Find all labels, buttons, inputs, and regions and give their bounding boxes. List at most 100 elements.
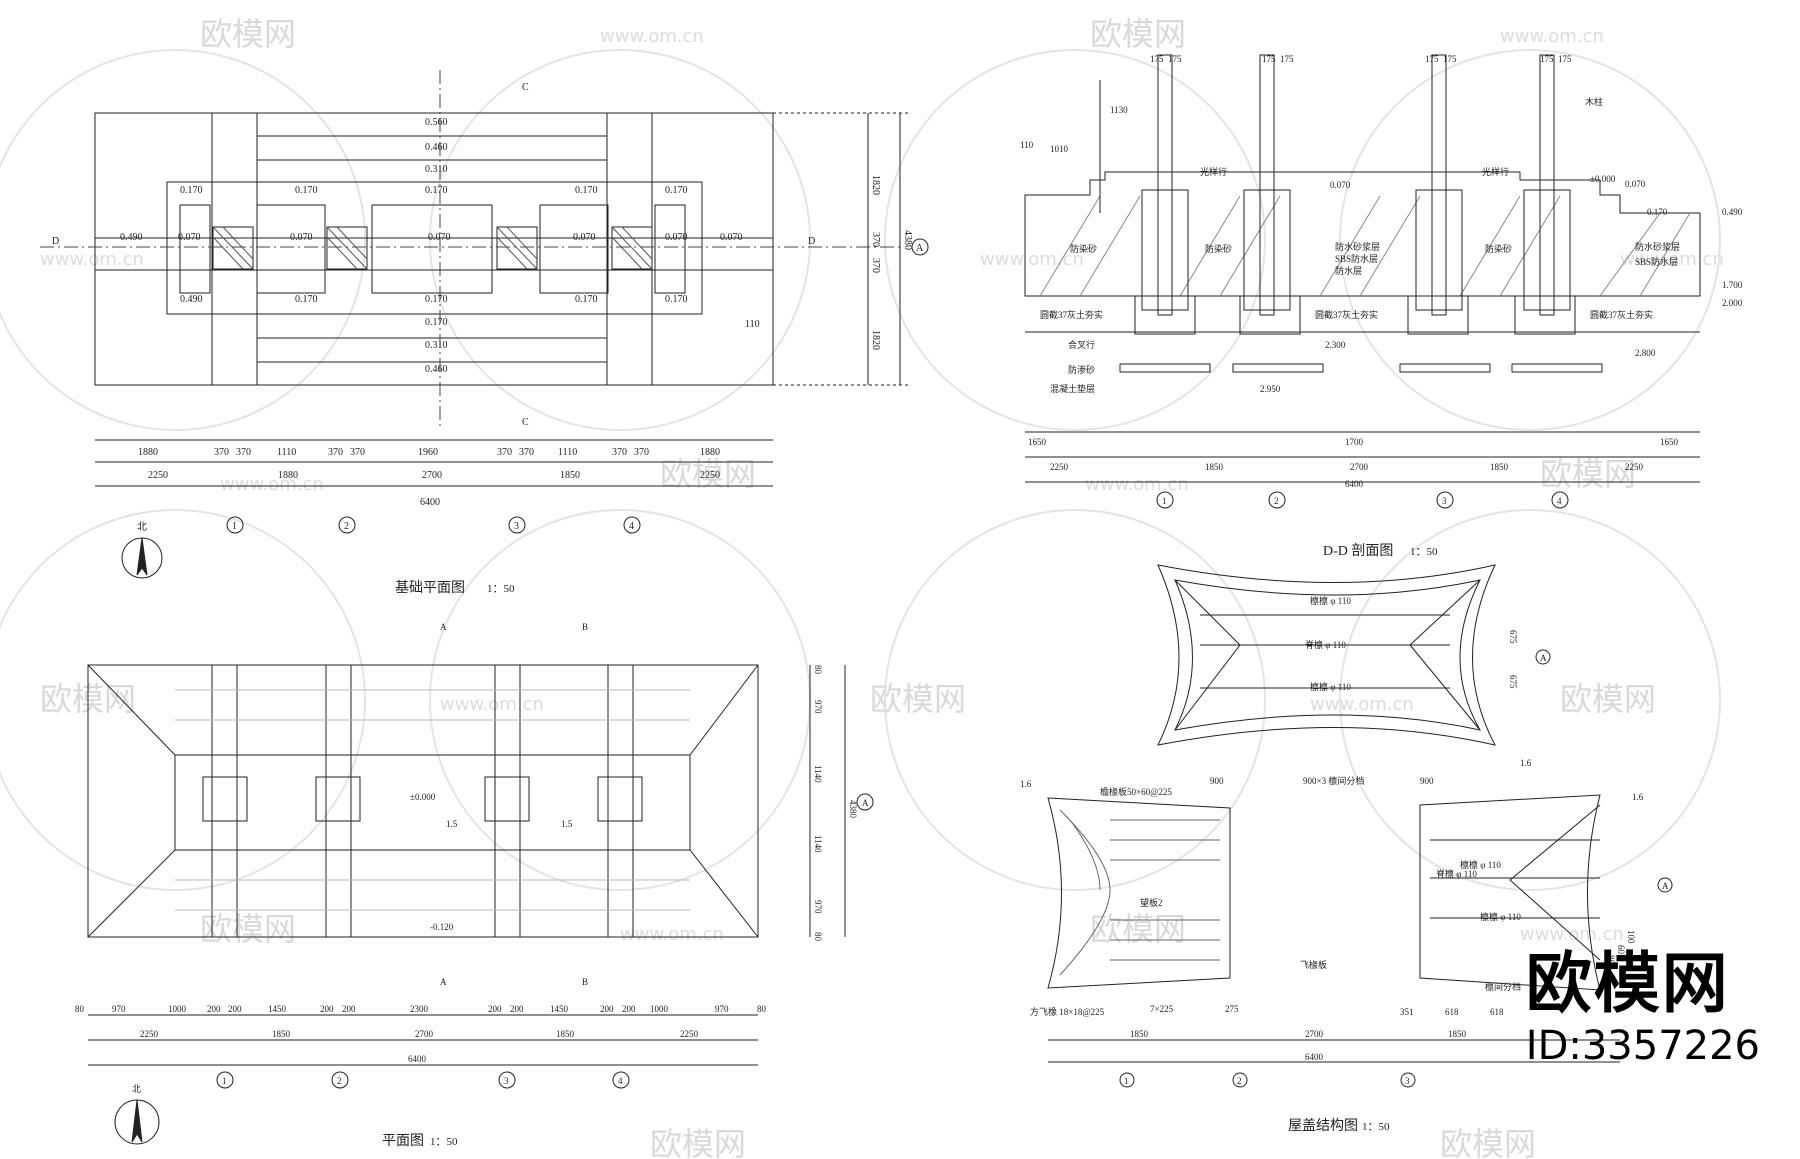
dd-label-5: SBS防水层: [1635, 256, 1678, 267]
rf-mark-a1: A: [1540, 653, 1547, 663]
fp-level-21: 0.170: [425, 317, 448, 328]
fp-mark-d1: D: [52, 236, 59, 247]
pl-b-16: 970: [715, 1004, 729, 1014]
fp-level-15: 0.070: [720, 232, 743, 243]
plan-text: A B A B ±0.000 -0.120 1.5 1.5 80 970 114…: [75, 622, 869, 1149]
dd-level-10: 2.950: [1260, 384, 1281, 394]
dd-axis-4: 4: [1557, 496, 1562, 506]
dd-top-7: 175: [1540, 54, 1554, 64]
rf-dim-2: 900×3 檩间分档: [1303, 775, 1364, 786]
fp-axis-4: 4: [629, 521, 634, 532]
rf-brd-6: 80: [1606, 955, 1616, 965]
dd-title: D-D 剖面图: [1323, 543, 1393, 559]
pl-b-4: 200: [207, 1004, 221, 1014]
rf-dim-3: 900: [1420, 776, 1434, 786]
rf-dim-1: 900: [1210, 776, 1224, 786]
rf-axis-3: 3: [1405, 1076, 1410, 1086]
fp-level-8: 0.170: [665, 185, 688, 196]
fp-dim-7: 1960: [418, 447, 438, 458]
watermark-circle: [884, 509, 1266, 891]
fp-axis-3: 3: [514, 521, 519, 532]
pl-axis-a: A: [862, 798, 869, 808]
dd-bottom2-3: 2700: [1350, 462, 1369, 472]
watermark-url: www.om.cn: [1085, 474, 1189, 495]
pl-axis-2: 2: [337, 1076, 342, 1086]
rf-br-1: 檩檩 φ 110: [1460, 859, 1501, 870]
dd-level-3: 0.070: [1625, 179, 1646, 189]
dd-level-8: 2.300: [1325, 340, 1346, 350]
dd-level-9: 2.800: [1635, 348, 1656, 358]
fp-level-17: 0.170: [295, 294, 318, 305]
pl-b-9: 2300: [410, 1004, 429, 1014]
rf-bl-3: 方飞橡 18×18@225: [1030, 1006, 1105, 1017]
pl-b2-4: 1850: [556, 1029, 575, 1039]
pl-r-4: 1140: [813, 835, 823, 853]
rf-bl-6: 飞椽板: [1300, 959, 1327, 970]
pl-b-17: 80: [757, 1004, 767, 1014]
rf-dim-5: 675: [1508, 675, 1518, 689]
fp-dim-3: 370: [236, 447, 251, 458]
rf-brd-5: 60: [1616, 945, 1626, 955]
pl-mark-b2: B: [582, 977, 588, 987]
dd-top-8: 175: [1558, 54, 1572, 64]
fp-mark-c2: C: [522, 417, 529, 428]
pl-axis-4: 4: [618, 1076, 623, 1086]
fp-dim-6: 370: [350, 447, 365, 458]
watermark-url: www.om.cn: [440, 694, 544, 715]
dd-axis-2: 2: [1274, 496, 1279, 506]
dd-level-5: 0.490: [1722, 207, 1743, 217]
fp-level-18: 0.170: [425, 294, 448, 305]
pl-r-1: 80: [813, 665, 823, 675]
watermark-url: www.om.cn: [1500, 26, 1604, 47]
fp-dim2-1: 2250: [148, 470, 168, 481]
dd-bottom2-4: 1850: [1490, 462, 1509, 472]
fp-level-2: 0.460: [425, 142, 448, 153]
watermark-brand: 欧模网: [200, 910, 296, 948]
rf-br-3: 檩檩 φ 110: [1480, 911, 1521, 922]
pl-r-3: 1140: [813, 765, 823, 783]
fp-dim-13: 1880: [700, 447, 720, 458]
pl-b-11: 200: [510, 1004, 524, 1014]
fp-dim-4: 1110: [277, 447, 296, 458]
pl-b2-3: 2700: [415, 1029, 434, 1039]
fp-level-3: 0.310: [425, 164, 448, 175]
fp-axis-2: 2: [344, 521, 349, 532]
rf-brd-2: 618: [1445, 1007, 1459, 1017]
watermark-brand: 欧模网: [1540, 455, 1636, 493]
pl-north: 北: [132, 1084, 141, 1094]
pl-b-2: 970: [112, 1004, 126, 1014]
watermark-circle: [1339, 49, 1721, 431]
foundation-plan-text: 0.560 0.460 0.310 0.170 0.170 0.170 0.17…: [52, 82, 924, 596]
pl-r-6: 80: [813, 932, 823, 942]
rf-title: 屋盖结构图: [1288, 1118, 1358, 1134]
dd-label-11: 防染砂: [1485, 243, 1512, 254]
pl-axis-1: 1: [222, 1076, 227, 1086]
dd-label-2: 光样行: [1200, 166, 1227, 177]
fp-level-11: 0.070: [290, 232, 313, 243]
pl-b-7: 200: [320, 1004, 334, 1014]
pl-b-1: 80: [75, 1004, 85, 1014]
dd-bottom-1: 1650: [1028, 437, 1047, 447]
pl-axis-3: 3: [504, 1076, 509, 1086]
dd-left-1: 1130: [1110, 105, 1128, 115]
section-dd: [1024, 54, 1701, 509]
pl-r-5: 970: [813, 900, 823, 914]
watermark-brand: 欧模网: [650, 1125, 746, 1159]
fp-dim-r3: 370: [870, 258, 881, 273]
watermark-circle: [1339, 509, 1721, 891]
fp-level-19: 0.170: [575, 294, 598, 305]
dd-left-3: 1010: [1050, 144, 1069, 154]
fp-level-22: 0.310: [425, 340, 448, 351]
dd-level-2: ±0.000: [1590, 174, 1616, 184]
fp-dim-total: 6400: [420, 497, 440, 508]
dd-bottom-3: 1650: [1660, 437, 1679, 447]
watermark-brand: 欧模网: [200, 15, 296, 53]
pl-level-1: ±0.000: [410, 792, 436, 802]
fp-level-20: 0.170: [665, 294, 688, 305]
rf-axis-2: 2: [1237, 1076, 1242, 1086]
watermark-url: www.om.cn: [1620, 249, 1724, 270]
watermark-brand: 欧模网: [1560, 680, 1656, 718]
fp-axis-a: A: [916, 243, 924, 254]
fp-level-12: 0.070: [428, 232, 451, 243]
rf-bl-1: 檐椽板50×60@225: [1100, 786, 1172, 797]
